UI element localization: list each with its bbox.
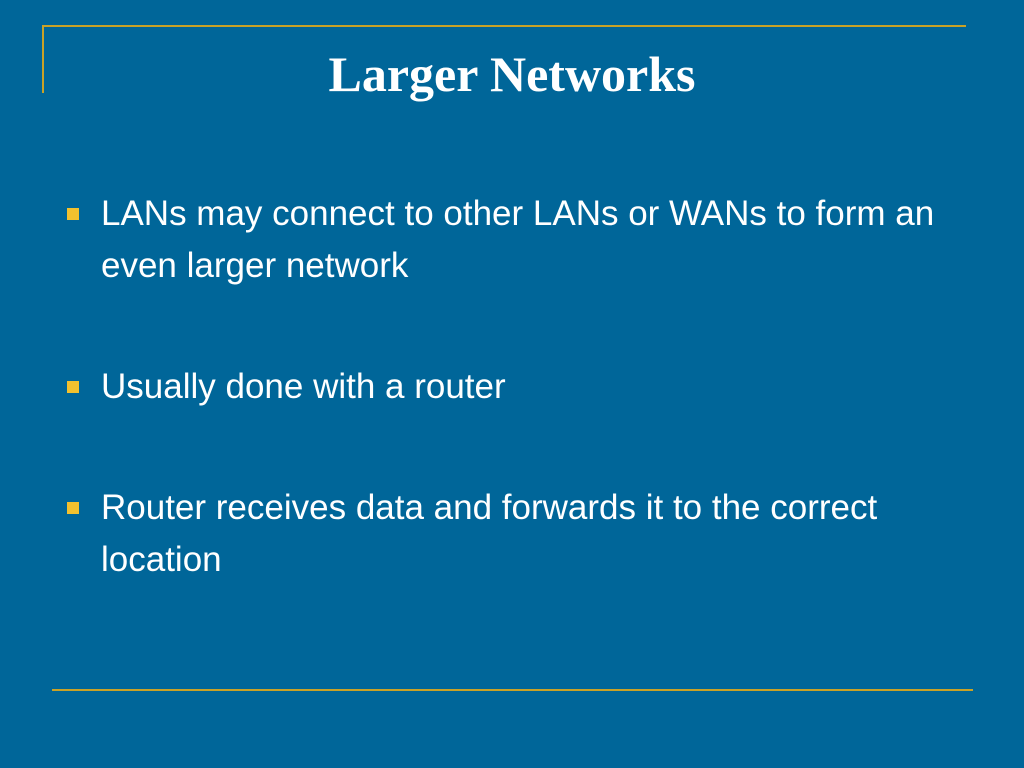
bullet-item: Router receives data and forwards it to … [62,482,982,586]
square-bullet-icon [67,208,79,220]
bullet-text: Router receives data and forwards it to … [101,488,878,579]
top-accent-rule [42,25,966,27]
bullet-item: Usually done with a router [62,361,982,413]
square-bullet-icon [67,381,79,393]
left-accent-rule [42,25,44,93]
bottom-accent-rule [52,689,973,691]
bullet-item: LANs may connect to other LANs or WANs t… [62,188,982,292]
bullet-text: LANs may connect to other LANs or WANs t… [101,194,935,285]
bullet-list: LANs may connect to other LANs or WANs t… [62,188,982,586]
bullet-text: Usually done with a router [101,367,506,406]
square-bullet-icon [67,502,79,514]
slide-title: Larger Networks [328,46,696,102]
